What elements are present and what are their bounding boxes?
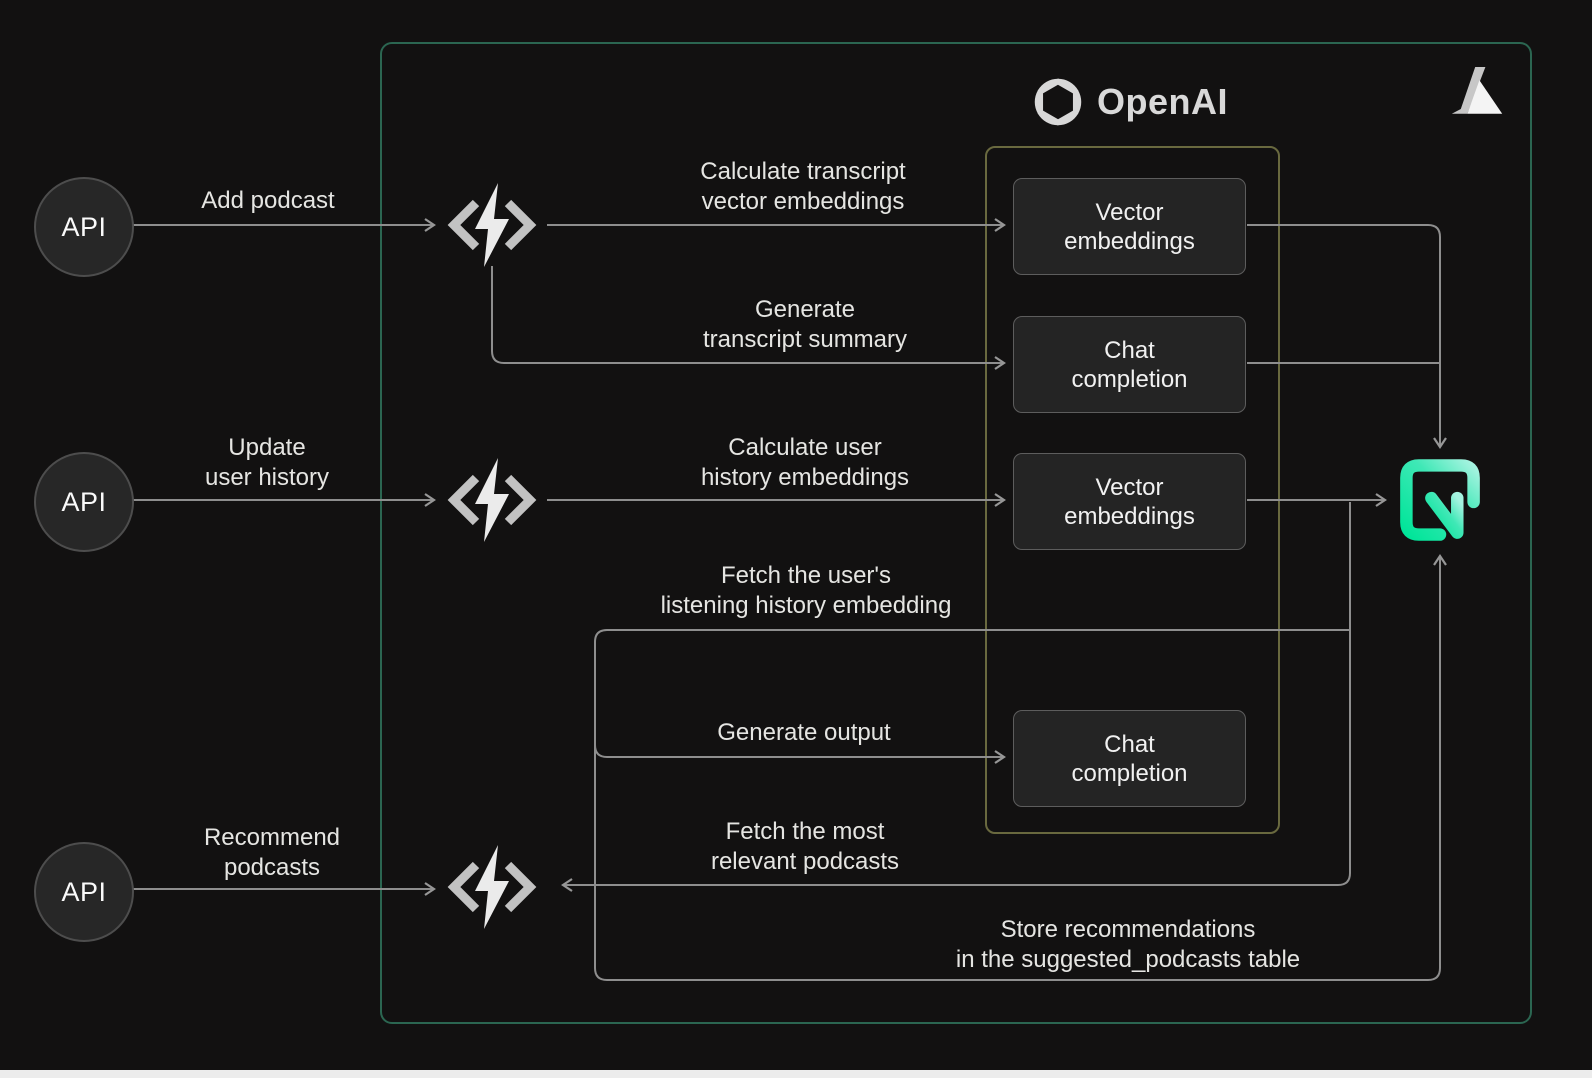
edge-label-store-recommendations: Store recommendations in the suggested_p… [955, 916, 1301, 973]
edge-fn1-to-chat1 [491, 266, 1006, 370]
openai-boundary-frame [985, 146, 1280, 834]
service-box-vector-embeddings-2: Vector embeddings [1013, 453, 1246, 550]
service-box-vector-embeddings-1: Vector embeddings [1013, 178, 1246, 275]
edge-label-generate-summary: Generate transcript summary [702, 296, 908, 353]
edge-label-fetch-history: Fetch the user's listening history embed… [660, 562, 952, 619]
azure-logo-icon [1451, 67, 1503, 114]
edge-label-generate-output: Generate output [717, 719, 891, 746]
azure-function-icon [447, 183, 537, 267]
edge-label-calculate-user: Calculate user history embeddings [700, 434, 910, 491]
api-node-add-podcast: API [34, 177, 134, 277]
openai-brand: OpenAI [1032, 76, 1228, 128]
neon-logo-icon [1400, 459, 1480, 541]
service-box-chat-completion-1: Chat completion [1013, 316, 1246, 413]
api-node-recommend: API [34, 842, 134, 942]
edge-label-fetch-podcasts: Fetch the most relevant podcasts [710, 818, 900, 875]
edge-generate-output [594, 744, 1006, 764]
service-box-label: Chat completion [1071, 336, 1188, 393]
azure-function-icon [447, 845, 537, 929]
page-bottom-strip [0, 1070, 1592, 1078]
azure-function-icon [447, 458, 537, 542]
edge-vector1-to-neon [1247, 224, 1447, 449]
api-node-update-history: API [34, 452, 134, 552]
edge-label-add-podcast: Add podcast [201, 187, 335, 214]
edge-label-recommend: Recommend podcasts [203, 824, 341, 881]
edge-neon-to-fn3 [561, 502, 1351, 892]
edge-label-calculate-transcript: Calculate transcript vector embeddings [700, 158, 906, 215]
azure-boundary-frame [380, 42, 1532, 1024]
api-node-label: API [61, 211, 107, 242]
service-box-label: Vector embeddings [1064, 473, 1195, 530]
openai-wordmark: OpenAI [1097, 81, 1229, 122]
api-node-label: API [61, 486, 107, 517]
edge-fetch-store-loop [594, 554, 1447, 981]
service-box-label: Vector embeddings [1064, 198, 1195, 255]
openai-logo-icon [1034, 78, 1082, 126]
service-box-chat-completion-2: Chat completion [1013, 710, 1246, 807]
service-box-label: Chat completion [1071, 730, 1188, 787]
api-node-label: API [61, 876, 107, 907]
edge-label-update-history: Update user history [204, 434, 330, 491]
